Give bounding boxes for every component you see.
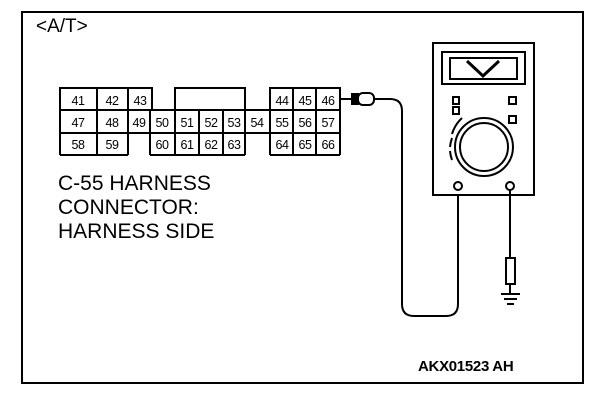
pin-label: 50	[156, 116, 169, 130]
pin-label: 46	[322, 94, 335, 108]
test-lead-wire	[374, 98, 459, 317]
pin-label: 55	[276, 116, 289, 130]
button-icon	[452, 106, 460, 115]
ground-lead	[501, 190, 520, 305]
pin-label: 47	[72, 116, 85, 130]
pin-label: 65	[299, 138, 312, 152]
harness-connector	[59, 87, 341, 156]
pin-label: 48	[106, 116, 119, 130]
pin-label: 49	[133, 116, 146, 130]
pin-label: 53	[228, 116, 241, 130]
multimeter	[432, 42, 535, 196]
connector-caption: C-55 HARNESS CONNECTOR: HARNESS SIDE	[58, 172, 214, 244]
pin-label: 58	[72, 138, 85, 152]
pin-label: 41	[72, 94, 85, 108]
pin-label: 51	[181, 116, 194, 130]
pin-label: 57	[322, 116, 335, 130]
figure-id: AKX01523 AH	[418, 358, 514, 375]
range-dial	[454, 117, 514, 177]
pin-label: 59	[106, 138, 119, 152]
pin-label: 43	[134, 94, 147, 108]
pin-label: 42	[106, 94, 119, 108]
button-icon	[508, 115, 517, 124]
pin-label: 54	[251, 116, 264, 130]
pin-label: 45	[299, 94, 312, 108]
pin-label: 66	[322, 138, 335, 152]
pin-label: 61	[181, 138, 194, 152]
pin-row-2: 47 48 49 50 51 52 53 54 55 56 57	[72, 116, 336, 130]
terminal-com	[453, 181, 463, 191]
meter-display	[441, 51, 526, 85]
probe-tip	[340, 92, 375, 106]
meter-display-inner	[449, 57, 518, 80]
V-icon	[465, 59, 501, 79]
button-icon	[508, 96, 517, 105]
pin-label: 44	[276, 94, 289, 108]
transmission-label: <A/T>	[36, 16, 88, 37]
pin-label: 52	[205, 116, 218, 130]
button-icon	[452, 96, 460, 105]
diagram-frame	[21, 11, 584, 384]
pin-row-1: 41 42 43 44 45 46	[72, 94, 336, 108]
pin-label: 62	[205, 138, 218, 152]
caption-line: HARNESS SIDE	[58, 220, 215, 243]
caption-line: CONNECTOR:	[58, 196, 199, 219]
pin-label: 63	[228, 138, 241, 152]
caption-line: C-55 HARNESS	[58, 172, 211, 195]
pin-label: 60	[156, 138, 169, 152]
pin-label: 64	[276, 138, 289, 152]
pin-label: 56	[299, 116, 312, 130]
pin-row-3: 58 59 60 61 62 63 64 65 66	[72, 138, 336, 152]
